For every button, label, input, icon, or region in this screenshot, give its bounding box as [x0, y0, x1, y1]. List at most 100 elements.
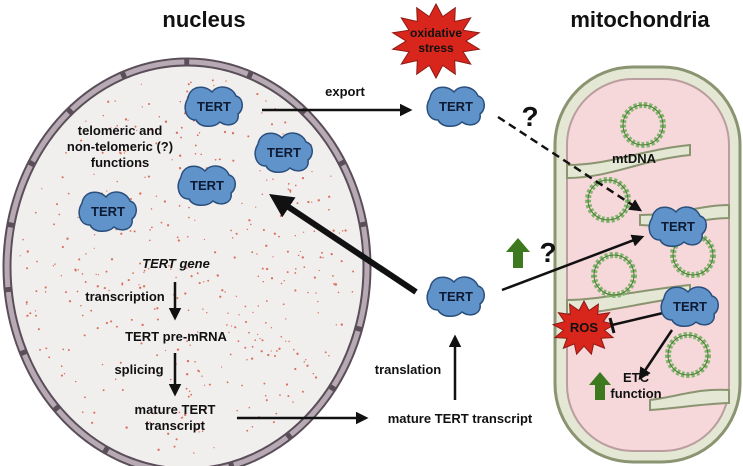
- speckle: [141, 323, 144, 327]
- speckle: [214, 251, 217, 254]
- speckle: [294, 184, 297, 187]
- speckle: [286, 250, 289, 253]
- speckle: [303, 361, 306, 363]
- speckle: [262, 280, 265, 283]
- speckle: [289, 191, 292, 193]
- svg-text:TERT: TERT: [439, 289, 473, 304]
- speckle: [244, 320, 248, 324]
- speckle: [147, 102, 151, 106]
- speckle: [119, 152, 122, 155]
- speckle: [198, 431, 200, 433]
- speckle: [219, 295, 222, 298]
- speckle: [26, 267, 29, 270]
- speckle: [194, 152, 197, 155]
- speckle: [83, 334, 86, 337]
- speckle: [285, 383, 289, 386]
- speckle: [133, 230, 136, 233]
- speckle: [127, 119, 129, 121]
- mature-tert-label-2: transcript: [145, 418, 206, 433]
- speckle: [41, 188, 43, 190]
- speckle: [282, 133, 284, 135]
- speckle: [101, 151, 104, 154]
- speckle: [230, 325, 233, 327]
- speckle: [265, 267, 269, 271]
- speckle: [301, 256, 304, 259]
- speckle: [77, 269, 79, 271]
- speckle: [226, 381, 229, 384]
- speckle: [337, 291, 340, 294]
- speckle: [110, 320, 113, 323]
- speckle: [48, 356, 51, 359]
- speckle: [179, 425, 181, 427]
- speckle: [64, 291, 68, 294]
- speckle: [156, 307, 159, 310]
- speckle: [259, 337, 261, 340]
- speckle: [202, 308, 204, 310]
- speckle: [284, 121, 287, 124]
- speckle: [301, 390, 304, 393]
- speckle: [36, 260, 38, 263]
- speckle: [138, 164, 141, 167]
- functions-label-1: telomeric and: [78, 123, 163, 138]
- speckle: [125, 426, 128, 429]
- speckle: [223, 130, 227, 134]
- speckle: [208, 383, 211, 386]
- speckle: [262, 228, 265, 232]
- speckle: [225, 80, 227, 82]
- speckle: [338, 232, 341, 234]
- speckle: [177, 239, 181, 242]
- speckle: [175, 276, 177, 279]
- speckle: [283, 280, 285, 282]
- speckle: [147, 175, 151, 178]
- mature-tert-label-1: mature TERT: [135, 402, 216, 417]
- speckle: [114, 378, 117, 380]
- speckle: [286, 271, 289, 274]
- speckle: [52, 265, 55, 267]
- speckle: [203, 238, 206, 241]
- speckle: [288, 340, 290, 343]
- speckle: [190, 81, 192, 84]
- etc-arrow: [638, 329, 674, 381]
- speckle: [227, 312, 229, 314]
- speckle: [328, 208, 330, 211]
- speckle: [62, 348, 65, 351]
- speckle: [295, 268, 297, 270]
- speckle: [259, 170, 261, 172]
- speckle: [121, 389, 124, 391]
- etc-label-1: ETC: [623, 370, 650, 385]
- speckle: [35, 290, 38, 293]
- speckle: [194, 144, 197, 147]
- speckle: [203, 281, 205, 283]
- speckle: [163, 200, 167, 203]
- speckle: [138, 284, 140, 286]
- speckle: [84, 396, 86, 399]
- translation-label: translation: [375, 362, 442, 377]
- speckle: [80, 305, 82, 307]
- speckle: [175, 131, 179, 134]
- speckle: [175, 438, 178, 441]
- speckle: [60, 374, 63, 377]
- speckle: [256, 253, 258, 255]
- ros-burst: ROS: [551, 299, 617, 356]
- speckle: [187, 83, 190, 86]
- speckle: [137, 406, 140, 408]
- speckle: [29, 312, 32, 315]
- speckle: [158, 116, 161, 118]
- speckle: [107, 100, 110, 103]
- speckle: [246, 358, 248, 361]
- speckle: [68, 300, 72, 303]
- speckle: [206, 266, 208, 268]
- speckle: [307, 200, 310, 204]
- speckle: [285, 318, 287, 320]
- speckle: [168, 264, 170, 267]
- speckle: [90, 309, 93, 312]
- speckle: [213, 84, 215, 87]
- speckle: [186, 373, 189, 376]
- speckle: [261, 339, 264, 342]
- speckle: [101, 363, 104, 366]
- speckle: [313, 230, 316, 232]
- speckle: [186, 235, 189, 238]
- mature-transcript-label: mature TERT transcript: [388, 411, 533, 426]
- speckle: [139, 192, 142, 195]
